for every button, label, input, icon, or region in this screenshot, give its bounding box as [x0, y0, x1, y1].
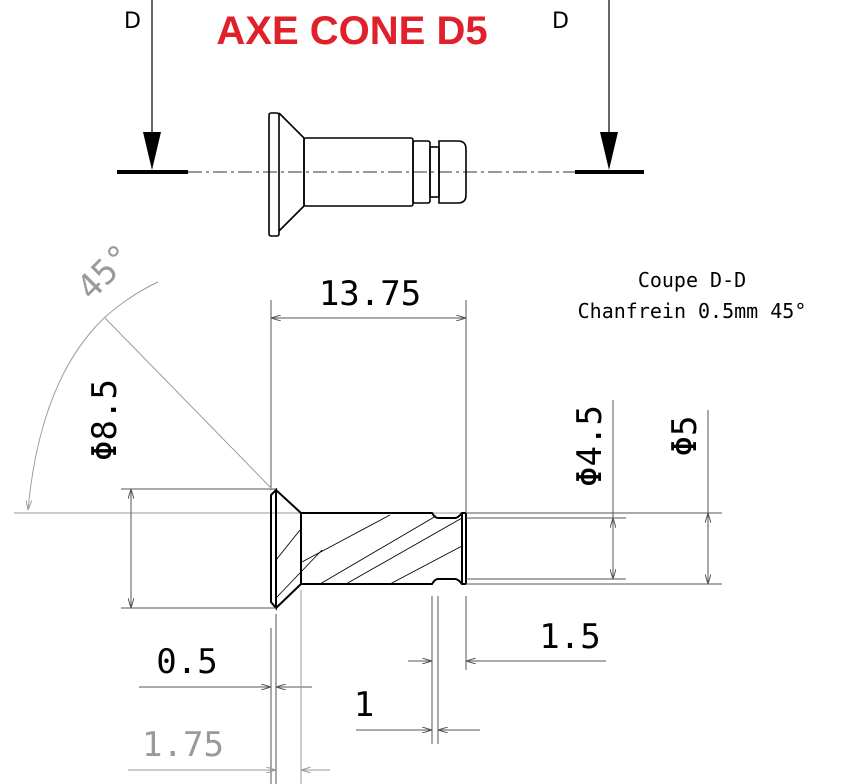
dim-length-label: 13.75: [319, 274, 421, 314]
dim-groove-diameter: Φ4.5: [466, 400, 626, 580]
dim-head-total: 1.75: [128, 590, 330, 784]
dim-tip-label: 1.5: [539, 617, 600, 657]
dim-angle: 45°: [28, 236, 273, 510]
dim-head-diameter: Φ8.5: [85, 379, 276, 609]
dim-head-flat: 0.5: [139, 614, 312, 784]
dim-groove-width-label: 1: [354, 685, 374, 725]
section-arrow-left-icon: [143, 132, 161, 170]
section-arrow-right-icon: [600, 132, 618, 170]
section-letter-right: D: [552, 9, 569, 34]
dim-groove-diameter-label: Φ4.5: [570, 405, 610, 487]
chamfer-note: Chanfrein 0.5mm 45°: [578, 299, 807, 323]
section-mark-right: D: [552, 0, 644, 174]
section-mark-left: D: [117, 0, 188, 174]
dim-shaft-diameter: Φ5: [466, 410, 722, 585]
section-title: Coupe D-D: [638, 268, 746, 292]
dim-tip: 1.5: [408, 596, 606, 744]
section-letter-left: D: [124, 9, 141, 34]
dim-head-flat-label: 0.5: [156, 642, 217, 682]
drawing-title: AXE CONE D5: [216, 9, 487, 53]
dim-shaft-diameter-label: Φ5: [665, 416, 705, 457]
dim-groove-width: 1: [354, 685, 480, 730]
dim-length: 13.75: [270, 274, 467, 513]
dim-head-diameter-label: Φ8.5: [85, 379, 125, 461]
axle-section-view: [14, 487, 722, 611]
axle-top-view: [188, 112, 575, 237]
dim-head-total-label: 1.75: [142, 725, 224, 765]
